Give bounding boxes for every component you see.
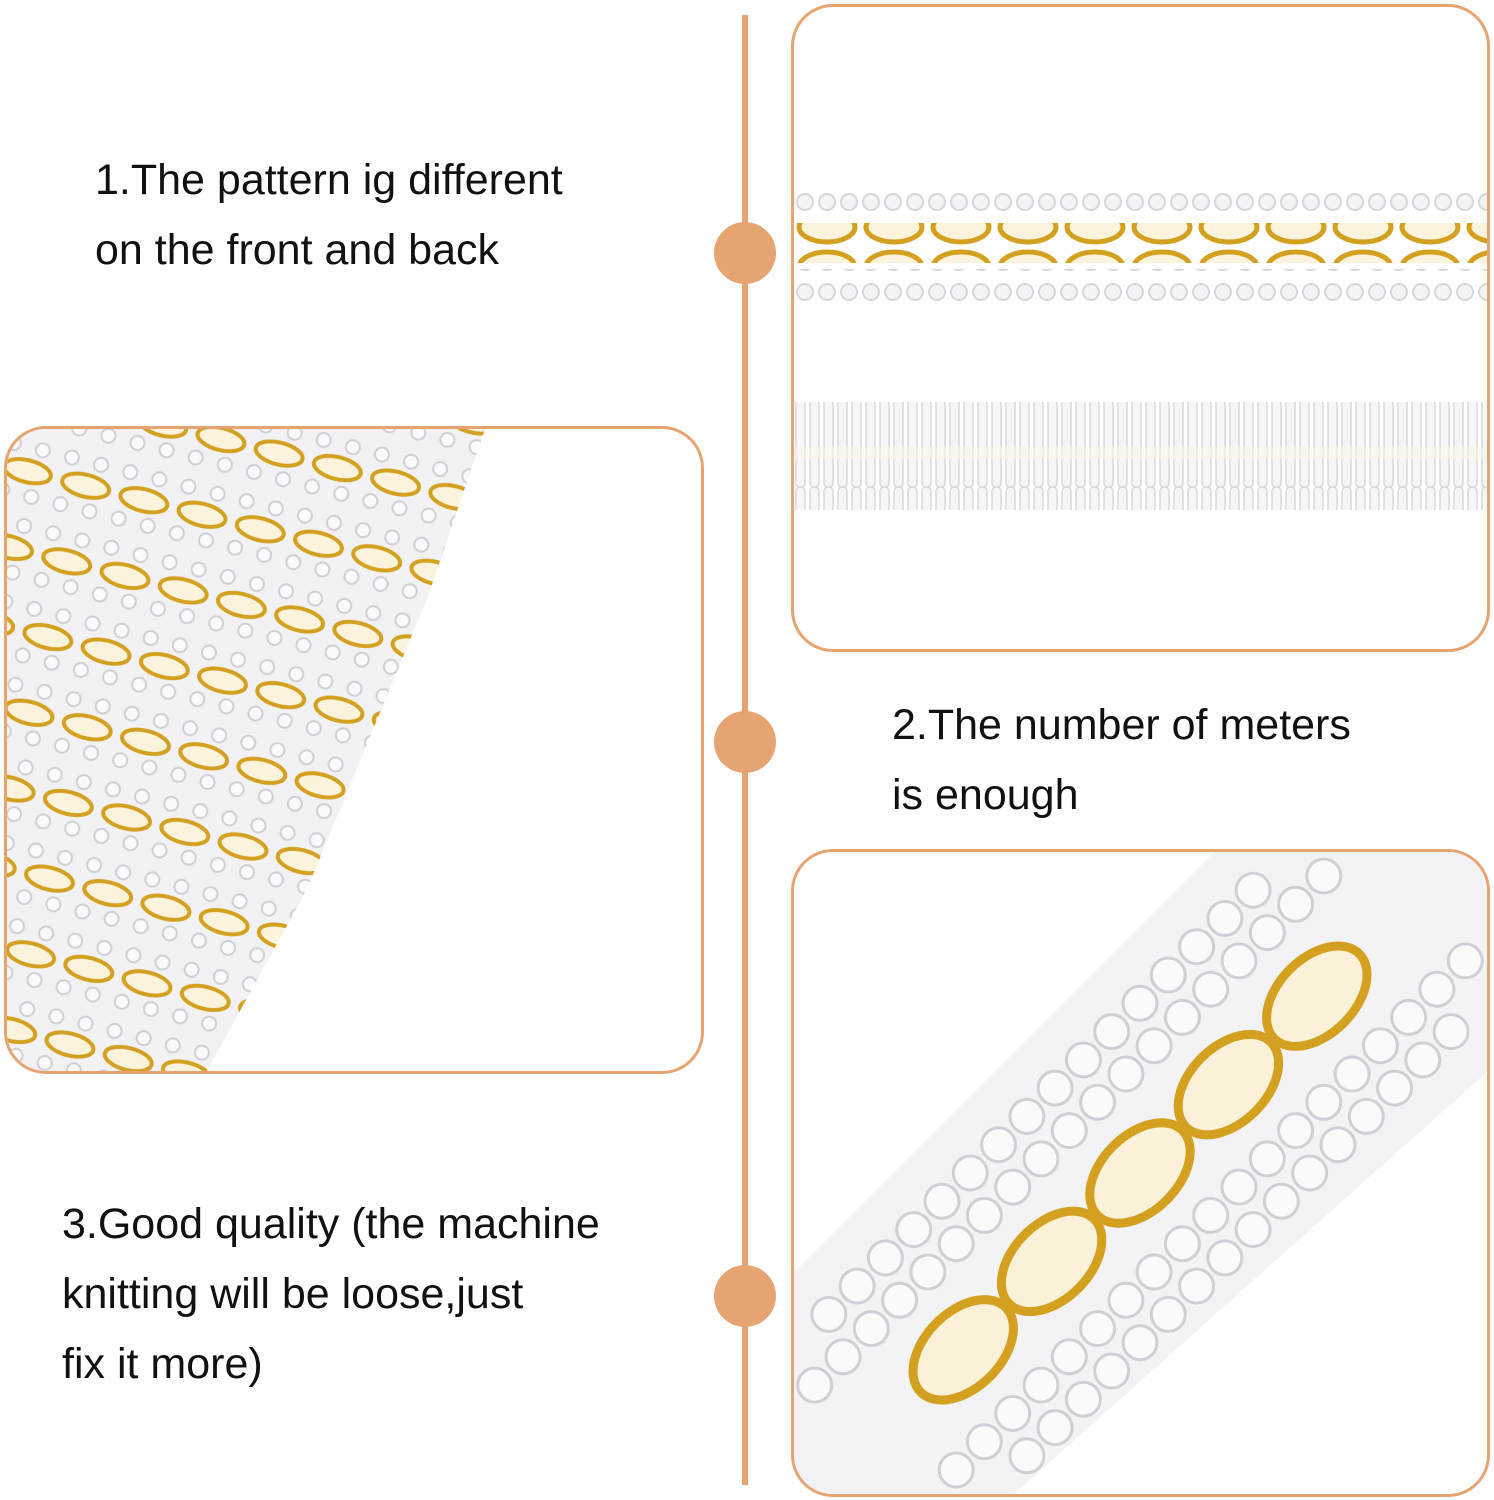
loop-mark bbox=[1248, 1140, 1286, 1178]
loop-mark bbox=[994, 1168, 1032, 1206]
loop-mark bbox=[895, 1211, 933, 1249]
loop-mark bbox=[1022, 1366, 1060, 1404]
loop-mark bbox=[1036, 1409, 1074, 1447]
loop-mark bbox=[1008, 1437, 1046, 1475]
caption-2-line-2: is enough bbox=[892, 771, 1079, 819]
photo-front-back bbox=[791, 4, 1490, 652]
gold-link bbox=[1262, 941, 1372, 1051]
gold-link bbox=[908, 1295, 1018, 1405]
loop-mark bbox=[1206, 1239, 1244, 1277]
loop-mark bbox=[1079, 1083, 1117, 1121]
loop-mark bbox=[951, 1154, 989, 1192]
loop-mark bbox=[1079, 1310, 1117, 1348]
loop-mark bbox=[1163, 1225, 1201, 1263]
loop-mark bbox=[923, 1182, 961, 1220]
loop-mark bbox=[1121, 984, 1159, 1022]
loop-mark bbox=[1277, 885, 1315, 923]
loop-mark bbox=[1390, 998, 1428, 1036]
loop-mark bbox=[1192, 970, 1230, 1008]
loop-mark bbox=[1149, 1295, 1187, 1333]
loop-mark bbox=[852, 1310, 890, 1348]
loop-mark bbox=[1192, 1196, 1230, 1234]
trim-closeup-image bbox=[794, 852, 1487, 1494]
loop-mark bbox=[1149, 956, 1187, 994]
caption-3-line-1: 3.Good quality (the machine bbox=[62, 1200, 600, 1248]
caption-2-line-1: 2.The number of meters bbox=[892, 701, 1351, 749]
loop-mark bbox=[1404, 1041, 1442, 1079]
loop-mark bbox=[881, 1281, 919, 1319]
loop-mark bbox=[1107, 1055, 1145, 1093]
loop-mark bbox=[1333, 1055, 1371, 1093]
loop-mark bbox=[1107, 1281, 1145, 1319]
loop-mark bbox=[1178, 928, 1216, 966]
loop-mark bbox=[1008, 1097, 1046, 1135]
gold-link bbox=[996, 1206, 1107, 1317]
loop-mark bbox=[1432, 1013, 1470, 1051]
gold-link bbox=[1173, 1029, 1284, 1140]
photo-stacked-rolls bbox=[4, 426, 704, 1074]
loop-mark bbox=[1163, 998, 1201, 1036]
caption-1: 1.The pattern ig different on the front … bbox=[95, 145, 563, 285]
loop-mark bbox=[1135, 1027, 1173, 1065]
loop-mark bbox=[1220, 1168, 1258, 1206]
loop-mark bbox=[1220, 942, 1258, 980]
timeline-dot-1 bbox=[714, 222, 776, 284]
loop-mark bbox=[1234, 1211, 1272, 1249]
loop-mark bbox=[937, 1225, 975, 1263]
timeline-dot-2 bbox=[714, 711, 776, 773]
loop-mark bbox=[1135, 1253, 1173, 1291]
loop-mark bbox=[1064, 1041, 1102, 1079]
loop-mark bbox=[1022, 1140, 1060, 1178]
loop-mark bbox=[1050, 1338, 1088, 1376]
loop-mark bbox=[1347, 1097, 1385, 1135]
trim-front-back-image bbox=[794, 185, 1487, 510]
loop-mark bbox=[1234, 871, 1272, 909]
loop-mark bbox=[980, 1126, 1018, 1164]
timeline-dot-3 bbox=[714, 1265, 776, 1327]
loop-mark bbox=[1361, 1027, 1399, 1065]
caption-3: 3.Good quality (the machine knitting wil… bbox=[62, 1189, 600, 1399]
loop-mark bbox=[1277, 1112, 1315, 1150]
loop-mark bbox=[1319, 1126, 1357, 1164]
loop-mark bbox=[1036, 1069, 1074, 1107]
loop-mark bbox=[1305, 1083, 1343, 1121]
loop-mark bbox=[909, 1253, 947, 1291]
loop-mark bbox=[1376, 1069, 1414, 1107]
loop-mark bbox=[1121, 1324, 1159, 1362]
loop-mark bbox=[1305, 857, 1343, 895]
loop-mark bbox=[1178, 1267, 1216, 1305]
loop-mark bbox=[1206, 899, 1244, 937]
caption-3-line-3: fix it more) bbox=[62, 1340, 263, 1388]
loop-mark bbox=[994, 1394, 1032, 1432]
loop-mark bbox=[1064, 1380, 1102, 1418]
caption-3-line-2: knitting will be loose,just bbox=[62, 1270, 524, 1318]
loop-mark bbox=[1093, 1352, 1131, 1390]
caption-1-line-1: 1.The pattern ig different bbox=[95, 156, 563, 204]
loop-mark bbox=[965, 1196, 1003, 1234]
loop-mark bbox=[796, 1366, 834, 1404]
loop-mark bbox=[1093, 1013, 1131, 1051]
loop-mark bbox=[838, 1267, 876, 1305]
loop-mark bbox=[965, 1423, 1003, 1461]
loop-mark bbox=[1418, 970, 1456, 1008]
loop-mark bbox=[866, 1239, 904, 1277]
loop-mark bbox=[1262, 1182, 1300, 1220]
loop-mark bbox=[1248, 914, 1286, 952]
caption-2: 2.The number of meters is enough bbox=[892, 690, 1351, 830]
caption-1-line-2: on the front and back bbox=[95, 226, 500, 274]
loop-mark bbox=[1446, 942, 1484, 980]
loop-mark bbox=[824, 1338, 862, 1376]
loop-mark bbox=[810, 1295, 848, 1333]
photo-closeup bbox=[791, 849, 1490, 1497]
loop-mark bbox=[937, 1451, 975, 1489]
gold-link bbox=[1085, 1118, 1195, 1228]
loop-mark bbox=[1050, 1112, 1088, 1150]
trim-stack-image bbox=[7, 429, 485, 1071]
loop-mark bbox=[1291, 1154, 1329, 1192]
